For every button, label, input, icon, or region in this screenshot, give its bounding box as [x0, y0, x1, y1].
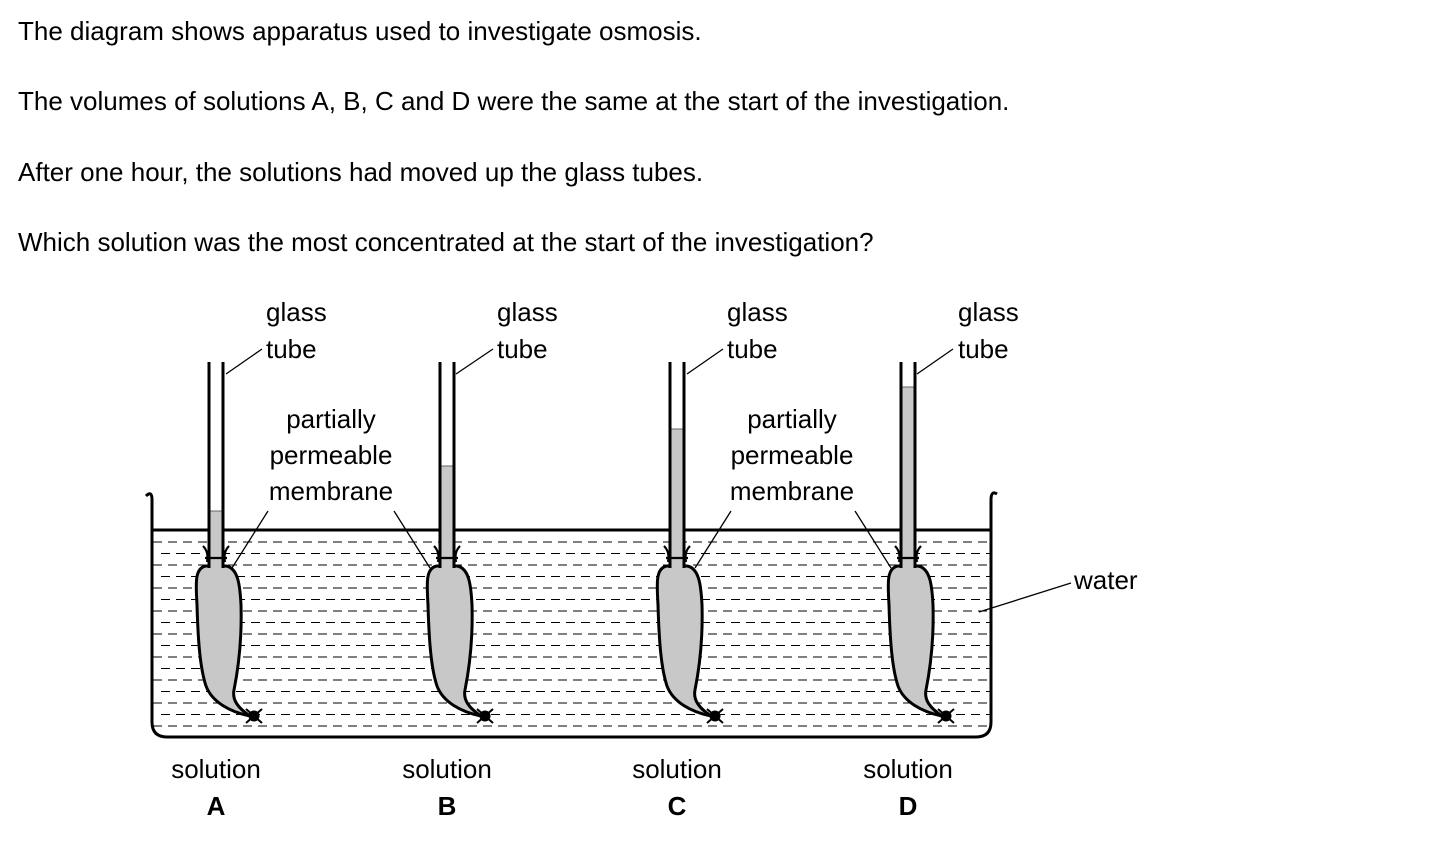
tube-leader-a: [225, 348, 263, 375]
membrane-label-left-1: partially: [286, 404, 376, 434]
tube-leader-b: [455, 348, 494, 375]
knot-ends-c: [706, 708, 724, 724]
apparatus-c: [655, 362, 724, 724]
membrane-leader-d: [854, 510, 892, 569]
neck-tie-c: [663, 545, 691, 563]
water-leader: [978, 582, 1072, 613]
neck-tie-a: [202, 545, 230, 563]
water-body: [153, 541, 990, 727]
membrane-label-right-2: permeable: [731, 440, 854, 470]
knot-ends-d: [937, 708, 955, 724]
membrane-leader-c: [694, 510, 732, 569]
apparatus-a: [194, 362, 263, 724]
apparatus-b: [425, 362, 494, 724]
membrane-label-right-1: partially: [747, 404, 837, 434]
neck-tie-b: [433, 545, 461, 563]
solution-label-d: solution: [863, 754, 953, 784]
solution-label-a: solution: [171, 754, 261, 784]
glass-tube-label-d-2: tube: [958, 334, 1009, 364]
glass-tube-label-a: glass: [266, 297, 327, 327]
tube-liquid-d: [902, 387, 914, 568]
tube-liquid-b: [441, 466, 453, 568]
membrane-label-left-2: permeable: [270, 440, 393, 470]
tube-leader-d: [916, 348, 954, 375]
neck-tie-d: [894, 545, 922, 563]
solution-letter-a: A: [207, 791, 226, 821]
membrane-bag-a: [194, 564, 252, 718]
apparatus-units: [194, 362, 955, 724]
glass-tube-label-c-2: tube: [727, 334, 778, 364]
water-label: water: [1073, 565, 1138, 595]
membrane-bag-c: [655, 564, 713, 718]
beaker: [144, 491, 998, 739]
leader-lines: [225, 348, 1072, 613]
knot-ends-a: [245, 708, 263, 724]
question-prompt: Which solution was the most concentrated…: [18, 227, 874, 257]
glass-tube-label-b-2: tube: [497, 334, 548, 364]
glass-tube-label-b: glass: [497, 297, 558, 327]
membrane-leader-b: [393, 510, 431, 569]
membrane-label-left-3: membrane: [269, 476, 393, 506]
solution-label-c: solution: [632, 754, 722, 784]
question-volumes: The volumes of solutions A, B, C and D w…: [18, 86, 1010, 116]
membrane-label-right-3: membrane: [730, 476, 854, 506]
glass-tube-label-c: glass: [727, 297, 788, 327]
tube-liquid-c: [671, 429, 683, 568]
knot-ends-b: [476, 708, 494, 724]
solution-letter-b: B: [438, 791, 457, 821]
solution-label-b: solution: [402, 754, 492, 784]
apparatus-d: [886, 362, 955, 724]
glass-tube-label-a-2: tube: [266, 334, 317, 364]
solution-letter-d: D: [899, 791, 918, 821]
tube-liquid-a: [210, 511, 222, 568]
membrane-leader-a: [231, 510, 269, 569]
tube-leader-c: [686, 348, 724, 375]
glass-tube-label-d: glass: [958, 297, 1019, 327]
solution-letter-c: C: [668, 791, 687, 821]
question-after-hour: After one hour, the solutions had moved …: [18, 157, 704, 187]
question-intro: The diagram shows apparatus used to inve…: [18, 16, 702, 46]
